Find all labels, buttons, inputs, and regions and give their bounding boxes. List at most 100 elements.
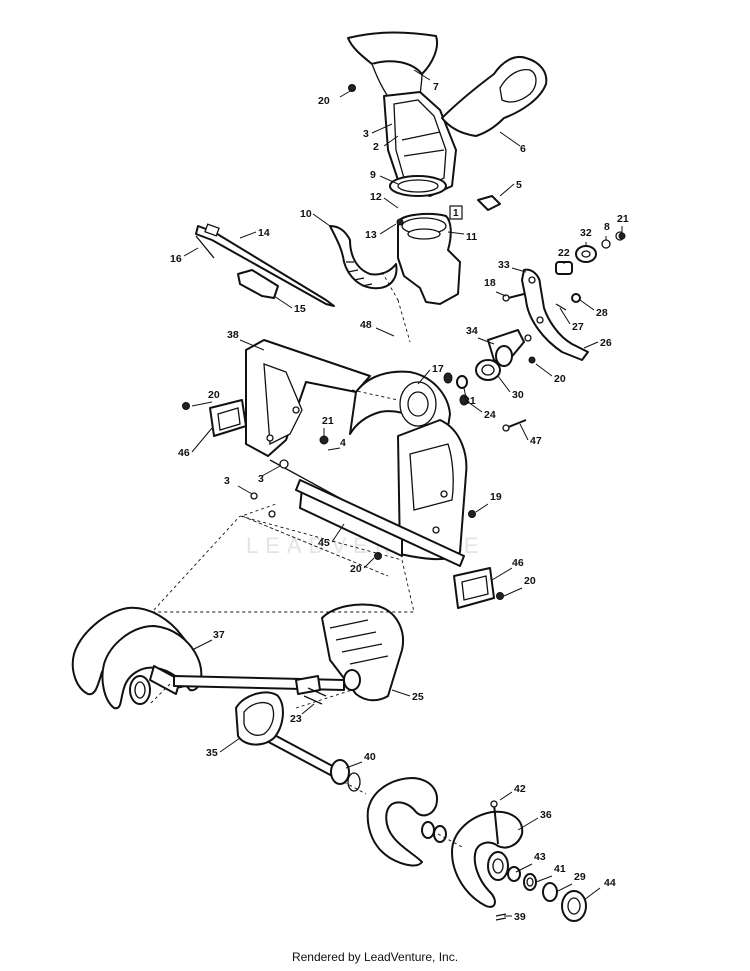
leader-line-c36 xyxy=(517,817,539,831)
leader-line-c30 xyxy=(497,375,511,393)
leader-line-c14 xyxy=(239,231,257,239)
callout-c8: 8 xyxy=(604,221,610,233)
callout-c30: 30 xyxy=(512,389,524,401)
callout-c3b: 3 xyxy=(258,473,264,485)
callout-c17: 17 xyxy=(432,363,444,375)
callout-c20a: 20 xyxy=(318,95,330,107)
callout-c22: 22 xyxy=(558,247,570,259)
leader-line-c3b xyxy=(261,465,281,477)
leader-line-c28 xyxy=(579,299,595,311)
chute-deflector-part xyxy=(347,31,438,103)
callout-c29: 29 xyxy=(574,871,586,883)
skid-shoe-left-part xyxy=(209,399,247,437)
callout-c3a: 3 xyxy=(363,128,369,140)
leader-line-c48 xyxy=(375,327,395,337)
bolt-18-part xyxy=(502,293,525,302)
leader-line-c18 xyxy=(495,291,507,297)
callout-c5: 5 xyxy=(516,179,522,191)
skid-shoe-right-part xyxy=(453,567,495,609)
callout-c44: 44 xyxy=(604,877,616,889)
leader-line-c20b xyxy=(191,401,213,407)
callout-c33: 33 xyxy=(498,259,510,271)
bearing-30-part xyxy=(475,359,501,381)
chute-base-part xyxy=(397,213,461,305)
callout-c34: 34 xyxy=(466,325,478,337)
callout-c38: 38 xyxy=(227,329,239,341)
callout-c6: 6 xyxy=(520,143,526,155)
callout-c25: 25 xyxy=(412,691,424,703)
leader-line-c47 xyxy=(519,423,529,441)
leader-line-c29 xyxy=(555,883,573,893)
callout-c16: 16 xyxy=(170,253,182,265)
leader-line-c9 xyxy=(379,175,399,185)
leader-line-c16 xyxy=(183,247,199,257)
shift-bracket-part xyxy=(521,268,589,361)
leader-line-c20a xyxy=(339,89,353,98)
leader-line-c12 xyxy=(383,197,399,209)
callout-c48: 48 xyxy=(360,319,372,331)
leader-line-c20c xyxy=(535,363,553,377)
leader-line-c26 xyxy=(583,341,599,349)
callout-c26: 26 xyxy=(600,337,612,349)
callout-c23: 23 xyxy=(290,713,302,725)
callout-c47: 47 xyxy=(530,435,542,447)
housing-bolts-part xyxy=(182,84,626,600)
callout-c41: 41 xyxy=(554,863,566,875)
chute-clip-part xyxy=(477,195,501,211)
leader-line-c6 xyxy=(499,131,521,147)
shear-pin-23-part xyxy=(303,687,327,705)
callout-c2: 2 xyxy=(373,141,379,153)
impeller-part xyxy=(321,603,404,702)
reference-box-label: 1 xyxy=(453,208,459,219)
spring-28-part xyxy=(555,293,581,311)
leader-lines xyxy=(183,69,623,917)
callout-c45: 45 xyxy=(318,537,330,549)
callout-c10: 10 xyxy=(300,208,312,220)
chute-ring-part xyxy=(389,175,447,197)
callout-c37: 37 xyxy=(213,629,225,641)
leader-line-c20d xyxy=(363,557,375,569)
leader-line-c42 xyxy=(499,791,513,801)
callout-c28: 28 xyxy=(596,307,608,319)
leader-line-c3c xyxy=(237,485,253,495)
leader-line-c19 xyxy=(475,503,489,513)
leader-line-c43 xyxy=(515,863,533,873)
leader-line-c24 xyxy=(467,401,483,413)
leader-line-c5 xyxy=(499,183,515,197)
auger-housing-part xyxy=(245,339,468,561)
callout-c42: 42 xyxy=(514,783,526,795)
callout-c24: 24 xyxy=(484,409,496,421)
leader-line-c25 xyxy=(391,689,411,697)
rod-bracket-part xyxy=(237,269,279,299)
leader-line-c7 xyxy=(413,69,431,81)
end-bearing-part xyxy=(507,866,587,922)
callout-c14: 14 xyxy=(258,227,270,239)
reference-box: 1 xyxy=(449,205,463,220)
callout-c39: 39 xyxy=(514,911,526,923)
leader-line-c2 xyxy=(383,135,399,147)
leader-line-c17 xyxy=(417,369,431,385)
callout-c43: 43 xyxy=(534,851,546,863)
chute-handle-part xyxy=(441,56,548,137)
callout-c46a: 46 xyxy=(178,447,190,459)
callout-c7: 7 xyxy=(433,81,439,93)
leader-line-c38 xyxy=(239,339,265,351)
auger-right-inner-part xyxy=(366,777,447,867)
callout-c36: 36 xyxy=(540,809,552,821)
nut-20c-part xyxy=(528,356,536,364)
leader-line-c15 xyxy=(273,295,293,309)
callout-c4: 4 xyxy=(340,437,346,449)
callout-c11: 11 xyxy=(466,231,477,243)
footer-credit: Rendered by LeadVenture, Inc. xyxy=(291,950,459,964)
callout-c13: 13 xyxy=(365,229,377,241)
callout-c46b: 46 xyxy=(512,557,524,569)
chute-bracket-part xyxy=(329,225,398,290)
leader-line-c20e xyxy=(503,587,523,597)
callout-c3c: 3 xyxy=(224,475,230,487)
leader-line-c31 xyxy=(463,387,467,399)
leader-line-c4 xyxy=(327,447,341,451)
washer-31-part xyxy=(443,372,468,389)
scraper-bar-part xyxy=(295,479,465,567)
